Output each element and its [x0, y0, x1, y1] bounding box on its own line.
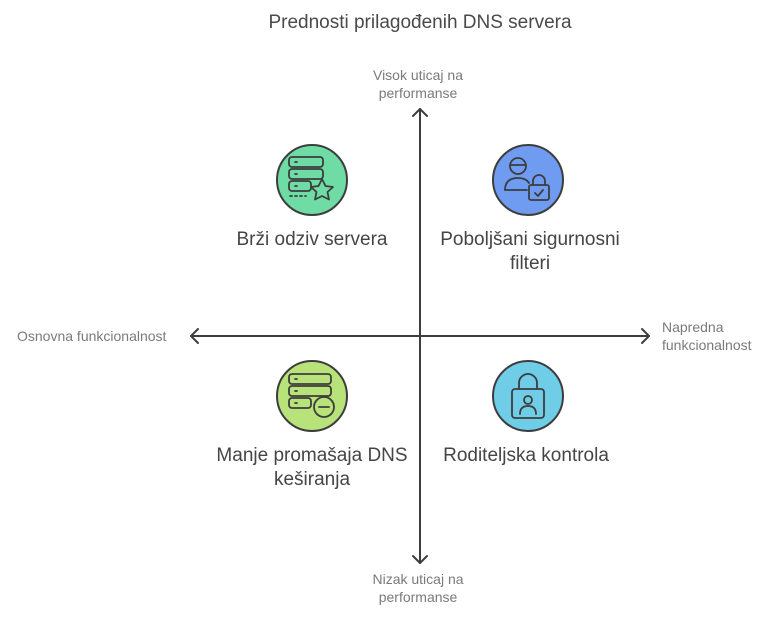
diagram-title: Prednosti prilagođenih DNS servera — [268, 12, 572, 33]
quadrant-label-top-right: Poboljšani sigurnosni filteri — [440, 229, 620, 274]
lock-user-icon — [492, 360, 564, 432]
axis-label-bottom: Nizak uticaj na performanse — [372, 571, 464, 605]
axis-label-right: Napredna funkcionalnost — [662, 319, 752, 353]
quadrant-label-bottom-left: Manje promašaja DNS keširanja — [216, 445, 408, 490]
server-star-icon — [276, 144, 348, 216]
server-minus-icon — [276, 360, 348, 432]
quadrant-label-bottom-right: Roditeljska kontrola — [443, 445, 609, 466]
axis-label-left: Osnovna funkcionalnost — [17, 328, 167, 344]
user-lock-icon — [492, 144, 564, 216]
arrow-left-icon — [190, 328, 199, 344]
horizontal-axis — [190, 328, 650, 344]
arrow-down-icon — [412, 555, 428, 564]
arrow-up-icon — [412, 108, 428, 117]
axis-label-top: Visok uticaj na performanse — [372, 67, 463, 101]
quadrant-label-top-left: Brži odziv servera — [236, 229, 388, 250]
arrow-right-icon — [641, 328, 650, 344]
